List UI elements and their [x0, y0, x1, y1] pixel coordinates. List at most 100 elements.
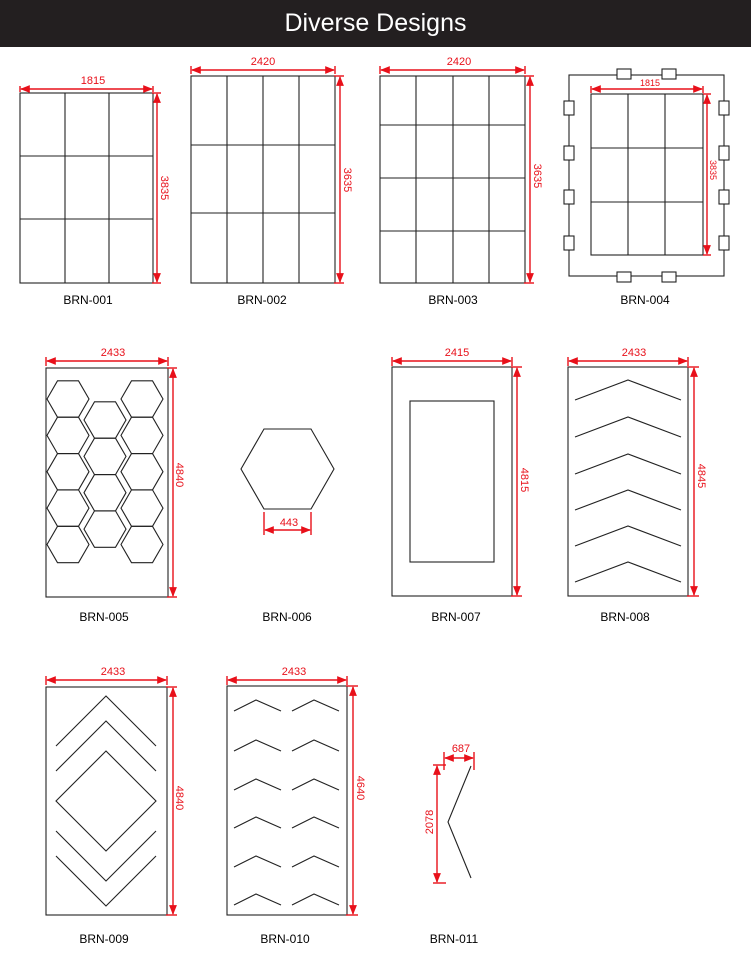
width-label: 1815 — [640, 78, 660, 88]
width-label: 687 — [452, 743, 470, 755]
grid-panel — [379, 75, 526, 284]
chevron-mark — [291, 855, 340, 868]
design-brn-002: 2420 3635 BRN-002 — [190, 56, 353, 307]
width-label: 2433 — [101, 666, 125, 678]
height-dimension: 3835 — [703, 93, 718, 256]
frame-panel — [563, 68, 730, 283]
chevron-mark — [291, 893, 340, 906]
design-code: BRN-009 — [79, 932, 129, 946]
design-brn-006: 443 BRN-006 — [240, 428, 335, 624]
design-code: BRN-008 — [600, 610, 650, 624]
design-brn-011: 687 2078 BRN-011 — [424, 743, 479, 946]
inner-frame — [409, 400, 495, 563]
height-label: 3635 — [341, 168, 353, 192]
width-dimension: 2433 — [45, 347, 169, 366]
height-label: 3835 — [158, 176, 170, 200]
height-label: 4845 — [695, 464, 707, 488]
design-brn-001: 1815 3835 BRN-001 — [19, 75, 170, 307]
height-dimension: 4840 — [166, 686, 185, 916]
header-bar: Diverse Designs — [0, 0, 751, 47]
page-title: Diverse Designs — [284, 9, 467, 37]
panel-outline — [45, 686, 168, 916]
chevron-mark — [291, 816, 340, 829]
chevron-mark — [291, 699, 340, 712]
height-label: 2078 — [424, 810, 436, 834]
chevron-mark — [233, 855, 282, 868]
design-code: BRN-006 — [262, 610, 312, 624]
hexagon-cell — [46, 525, 90, 564]
grid-panel — [19, 92, 154, 284]
design-brn-007: 2415 4815 BRN-007 — [391, 347, 530, 624]
hexagon-cell — [120, 489, 164, 527]
chevron-mark — [233, 778, 282, 791]
panel-outline — [45, 367, 169, 598]
hexagon-cell — [83, 510, 127, 548]
width-dimension: 2415 — [391, 347, 513, 366]
hexagon-cell — [46, 416, 90, 455]
hexagon-cell — [46, 380, 90, 418]
width-dimension: 2420 — [379, 56, 526, 74]
height-dimension: 3635 — [524, 75, 543, 284]
height-label: 3835 — [708, 160, 718, 180]
height-dimension: 3635 — [334, 75, 353, 284]
panel-outline — [567, 366, 689, 597]
height-label: 4640 — [354, 776, 366, 800]
height-dimension: 4815 — [511, 366, 530, 597]
hexagon-cell — [120, 525, 164, 564]
design-code: BRN-002 — [237, 293, 287, 307]
width-label: 2433 — [101, 347, 125, 359]
chevron-pattern — [574, 379, 682, 583]
width-label: 1815 — [81, 75, 105, 87]
grid-panel — [190, 75, 336, 284]
chevron-tile — [447, 765, 472, 879]
hexagon-cell — [83, 401, 127, 439]
chevron-mark — [291, 739, 340, 752]
design-code: BRN-010 — [260, 932, 310, 946]
chevron-mark — [233, 739, 282, 752]
hexagon-cell — [120, 453, 164, 491]
diamond-pattern — [55, 695, 157, 907]
width-dimension: 1815 — [590, 78, 704, 93]
width-label: 2420 — [251, 56, 275, 68]
design-code: BRN-007 — [431, 610, 481, 624]
height-dimension: 3835 — [152, 92, 170, 284]
design-brn-010: 2433 4640 BRN-010 — [226, 666, 366, 946]
hexagon-cell — [83, 474, 127, 512]
chevron-mark — [233, 816, 282, 829]
hexagon-cell — [46, 489, 90, 527]
design-code: BRN-004 — [620, 293, 670, 307]
height-dimension: 4640 — [346, 685, 366, 916]
height-dimension: 2078 — [424, 764, 446, 884]
width-label: 2433 — [282, 666, 306, 678]
width-label: 2415 — [445, 347, 469, 359]
hexagon-cell — [120, 380, 164, 418]
design-brn-004: 1815 3835 BRN-004 — [563, 68, 730, 307]
width-dimension: 443 — [263, 512, 312, 535]
hexagon-cell — [120, 416, 164, 455]
width-dimension: 2433 — [226, 666, 348, 685]
design-brn-005: 2433 4840 BRN-005 — [45, 347, 185, 624]
width-label: 2420 — [447, 56, 471, 68]
width-dimension: 687 — [443, 743, 475, 770]
width-label: 443 — [280, 517, 298, 529]
height-dimension: 4845 — [687, 366, 707, 597]
design-brn-009: 2433 4840 BRN-009 — [45, 666, 185, 946]
design-code: BRN-011 — [430, 932, 479, 946]
width-dimension: 2420 — [190, 56, 336, 74]
chevron-mark — [233, 699, 282, 712]
width-dimension: 1815 — [19, 75, 154, 93]
height-label: 4815 — [518, 468, 530, 492]
hexagon-tile — [240, 428, 335, 510]
height-dimension: 4840 — [167, 367, 185, 598]
chevron-mark — [291, 778, 340, 791]
panel-outline — [391, 366, 513, 597]
width-dimension: 2433 — [45, 666, 168, 685]
height-label: 3635 — [531, 164, 543, 188]
height-label: 4840 — [173, 786, 185, 810]
hexagon-cell — [83, 437, 127, 476]
chevron-pattern — [233, 699, 340, 906]
hexagon-cell — [46, 453, 90, 491]
height-label: 4840 — [173, 463, 185, 487]
design-code: BRN-003 — [428, 293, 478, 307]
